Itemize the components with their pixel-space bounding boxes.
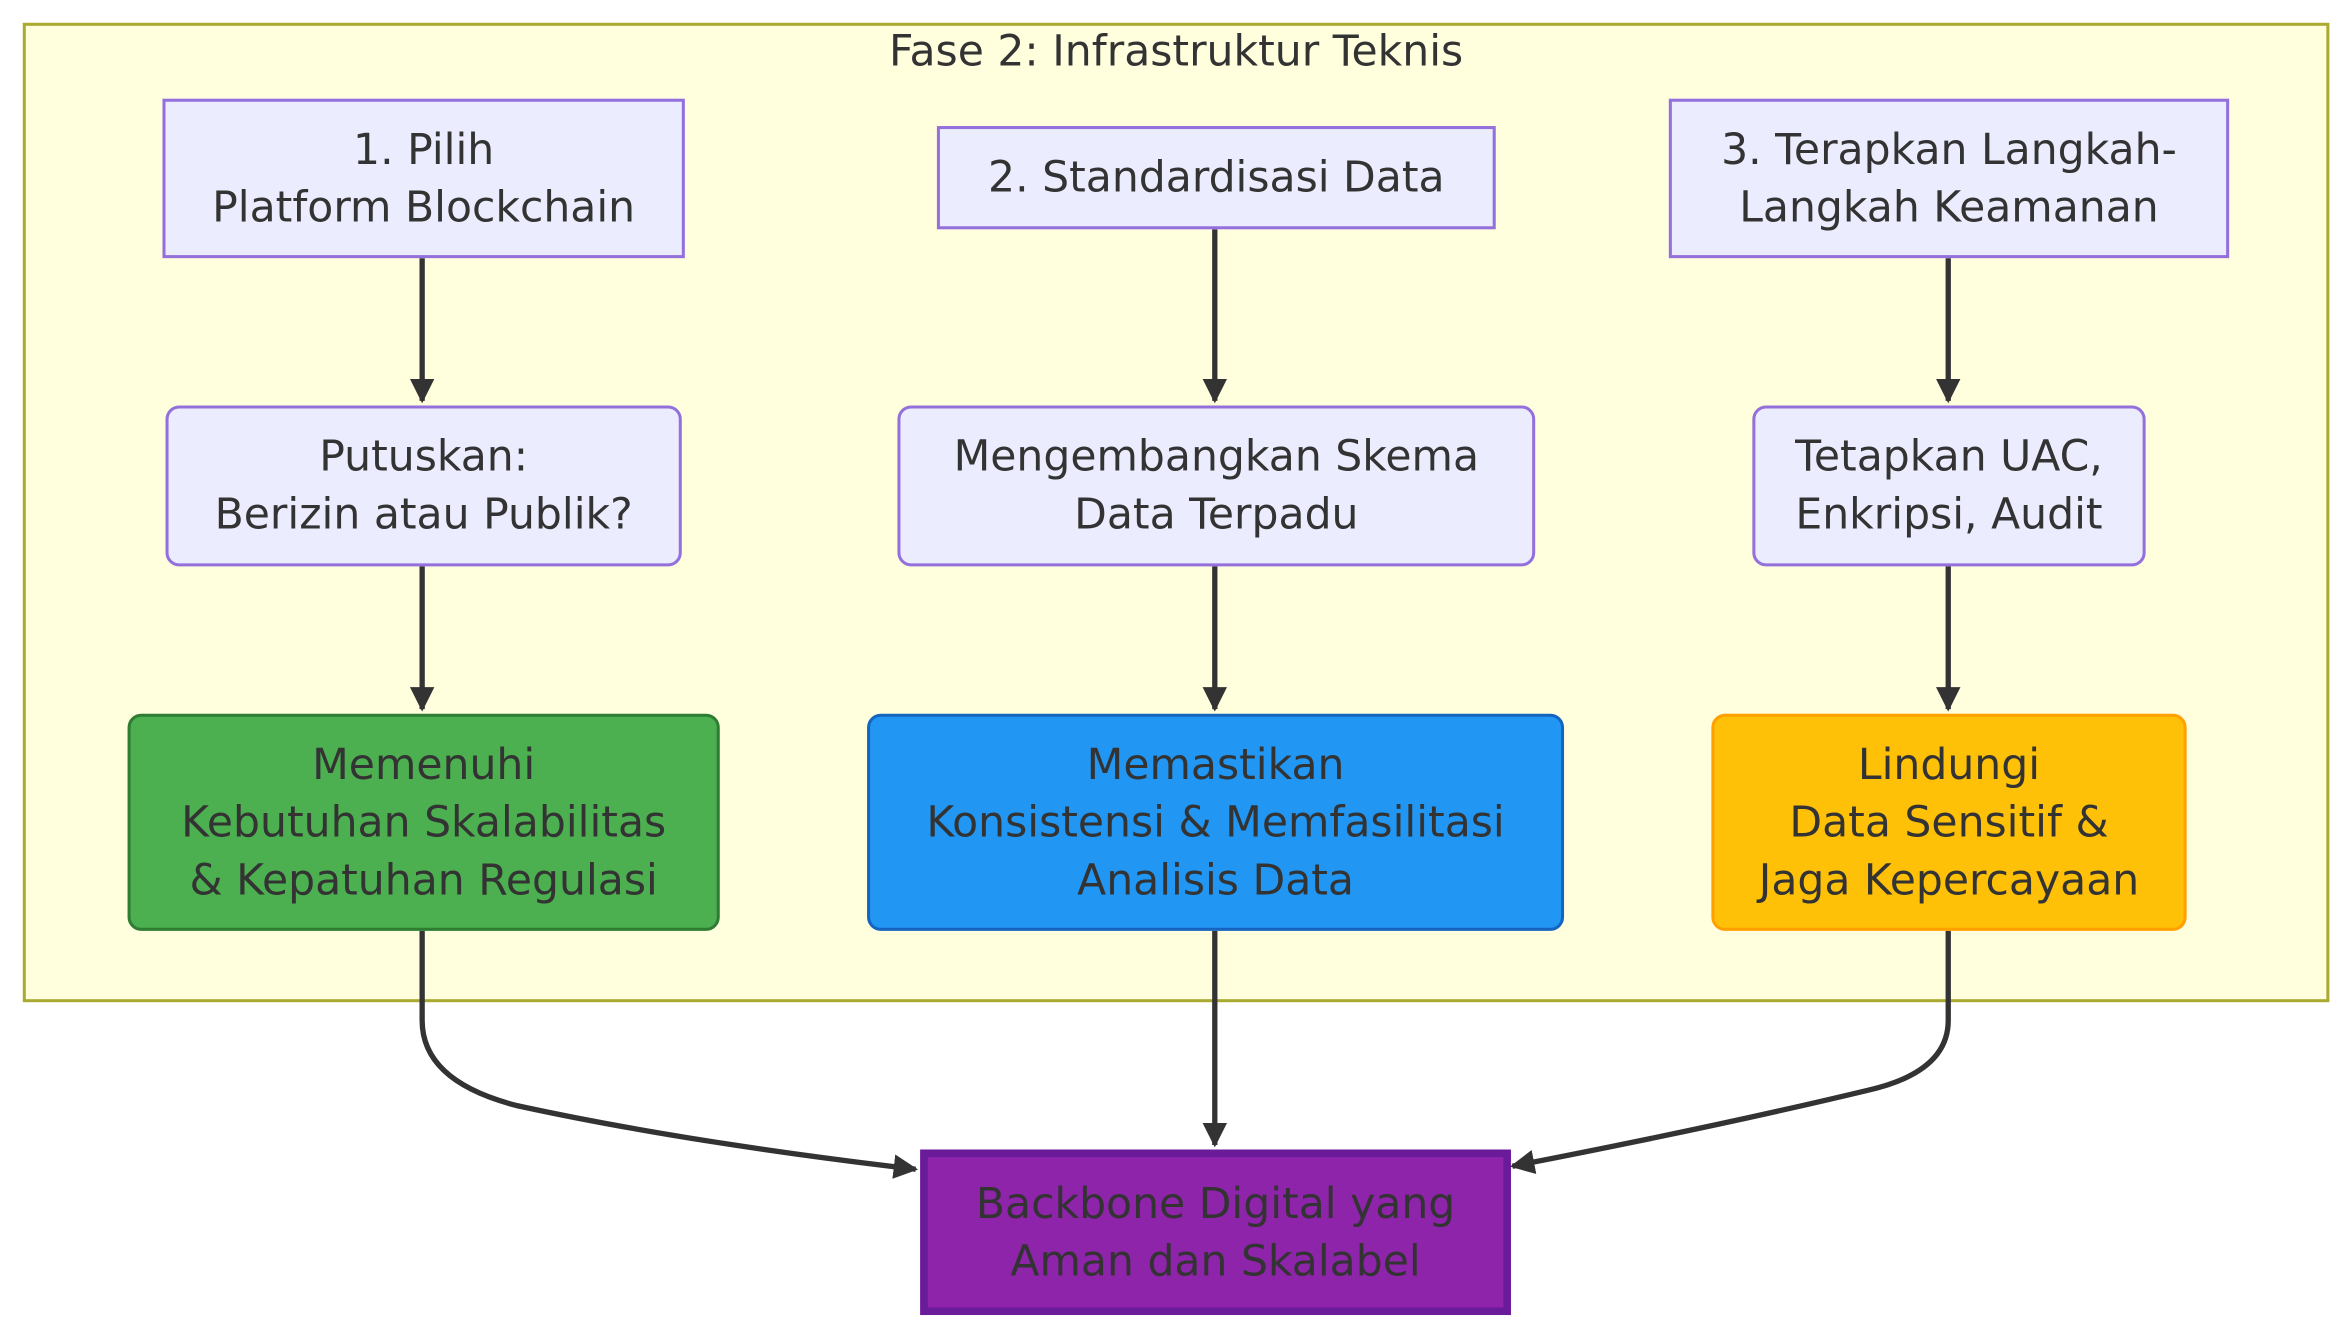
edge-c3-final [1510,930,1951,1175]
cluster-title: Fase 2: Infrastruktur Teknis [888,25,1464,76]
node-decide-permissioned: Putuskan: Berizin atau Publik? [165,405,682,567]
node-consistency-analysis: Memastikan Konsistensi & Memfasilitasi A… [867,713,1565,931]
node-protect-data-trust: Lindungi Data Sensitif & Jaga Kepercayaa… [1711,713,2187,931]
node-standardize-data: 2. Standardisasi Data [936,126,1496,230]
node-secure-scalable-backbone: Backbone Digital yang Aman dan Skalabel [920,1149,1511,1316]
node-unified-schema: Mengembangkan Skema Data Terpadu [897,405,1536,567]
node-security-measures: 3. Terapkan Langkah- Langkah Keamanan [1668,98,2230,259]
node-scalability-compliance: Memenuhi Kebutuhan Skalabilitas & Kepatu… [127,713,720,931]
node-uac-encryption-audit: Tetapkan UAC, Enkripsi, Audit [1752,405,2146,567]
node-choose-platform: 1. Pilih Platform Blockchain [162,98,685,259]
edge-a3-final [419,930,919,1179]
